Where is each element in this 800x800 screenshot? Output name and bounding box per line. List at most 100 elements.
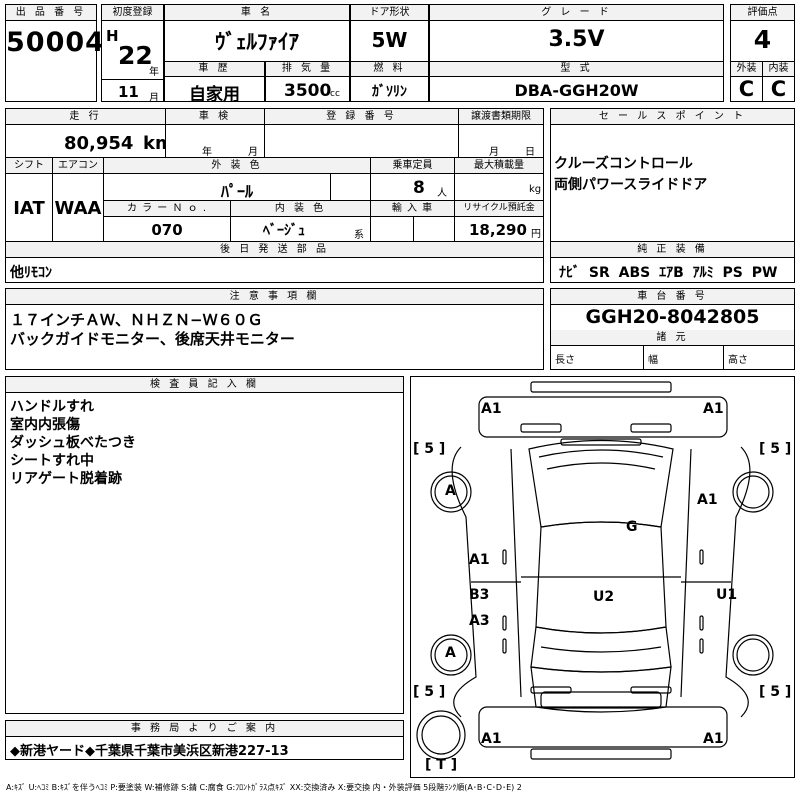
registration-month: 11: [118, 83, 139, 101]
tire-front-right: [ 5 ]: [759, 441, 792, 457]
capacity-box: 乗車定員 8 人: [370, 157, 455, 201]
tire-rear-right: [ 5 ]: [759, 684, 792, 700]
fuel-label: 燃 料: [351, 62, 428, 77]
type-code: DBA-GGH20W: [514, 81, 639, 100]
inspection-box: 車 検 年 月: [165, 108, 265, 158]
interior-grade: C: [770, 77, 787, 101]
era: H: [106, 27, 119, 45]
grade: 3.5V: [548, 27, 605, 52]
lot-number-box: 出 品 番 号 50004: [5, 4, 105, 102]
max-load-label: 最大積載量: [455, 158, 543, 174]
color-number-label: カ ラ ー Ｎ ｏ .: [104, 201, 230, 217]
max-load-box: 最大積載量 kg: [454, 157, 544, 201]
displacement-box: 排 気 量 3500 cc: [265, 61, 350, 102]
mark-rear-bumper-left: A1: [481, 731, 502, 747]
door-label: ドア形状: [351, 5, 428, 21]
shift-label: シフト: [6, 158, 52, 174]
mark-front-bumper-left: A1: [481, 401, 502, 417]
grade-box: グ レ ー ド 3.5V: [429, 4, 724, 62]
equipment-ps: PS: [722, 265, 743, 281]
model-name: ｳﾞｪﾙﾌｧｲｱ: [215, 30, 299, 54]
interior-color: ﾍﾞｰｼﾞｭ: [263, 223, 305, 239]
recycle-box: リサイクル預託金 18,290 円: [454, 200, 544, 242]
width-label: 幅: [648, 355, 658, 366]
mark-slide-door-left-1: B3: [469, 587, 490, 603]
height-label: 高さ: [728, 355, 748, 366]
exterior-color-label: 外 装 色: [104, 158, 370, 174]
month-unit: 月: [149, 93, 159, 104]
mark-rear-bumper-right: A1: [703, 731, 724, 747]
capacity-unit: 人: [437, 188, 447, 199]
capacity: 8: [413, 178, 425, 198]
fuel-box: 燃 料 ｶﾞｿﾘﾝ: [350, 61, 429, 102]
mark-front-fender-right: A1: [697, 492, 718, 508]
shift: IAT: [13, 198, 45, 219]
equipment-abs: ABS: [618, 265, 651, 281]
inspection-year-unit: 年: [202, 147, 212, 158]
registration-number-label: 登 録 番 号: [265, 109, 458, 125]
inspector-notes-box: 検 査 員 記 入 欄 ハンドルすれ 室内内張傷 ダッシュ板べたつき シートすれ…: [5, 376, 404, 714]
recycle-unit: 円: [531, 229, 541, 240]
color-number-box: カ ラ ー Ｎ ｏ . 070: [103, 200, 231, 242]
type-box: 型 式 DBA-GGH20W: [429, 61, 724, 102]
mark-front-bumper-right: A1: [703, 401, 724, 417]
spare-tire-mark: [ T ]: [425, 757, 458, 773]
lot-number: 50004: [6, 27, 105, 58]
tire-rear-left: [ 5 ]: [413, 684, 446, 700]
damage-diagram-box: [ 5 ] [ 5 ] [ 5 ] [ 5 ] [ T ] A1 A1 A A1…: [410, 376, 795, 778]
history-box: 車 歴 自家用: [164, 61, 265, 105]
first-registration-box: 初度登録 H 22 年 11 月: [101, 4, 164, 104]
model-name-box: 車 名 ｳﾞｪﾙﾌｧｲｱ: [164, 4, 350, 62]
mileage-label: 走 行: [6, 109, 165, 125]
equipment-alloy: ｱﾙﾐ: [692, 265, 714, 281]
office-info-label: 事 務 局 よ り ご 案 内: [6, 721, 403, 737]
import-label: 輸 入 車: [371, 201, 454, 217]
capacity-label: 乗車定員: [371, 158, 454, 174]
model-name-label: 車 名: [165, 5, 349, 21]
score-label: 評価点: [731, 5, 794, 21]
later-parts-box: 後 日 発 送 部 品 他ﾘﾓｺﾝ: [5, 241, 544, 283]
door-box: ドア形状 5W: [350, 4, 429, 62]
history-label: 車 歴: [165, 62, 264, 77]
interior-grade-box: 内装 C: [762, 61, 795, 102]
genuine-equipment-label: 純 正 装 備: [551, 242, 794, 258]
mileage-box: 走 行 80,954 km: [5, 108, 174, 158]
sales-point-box: セ ー ル ス ポ イ ン ト クルーズコントロール 両側パワースライドドア: [550, 108, 795, 242]
genuine-equipment-box: 純 正 装 備 ﾅﾋﾞ SR ABS ｴｱB ｱﾙﾐ PS PW: [550, 241, 795, 283]
interior-color-unit: 系: [354, 230, 364, 241]
displacement-unit: cc: [330, 89, 340, 99]
length-label: 長さ: [555, 355, 575, 366]
transfer-day-unit: 日: [525, 147, 535, 158]
aircon: WAA: [54, 198, 102, 219]
inspector-line: リアゲート脱着跡: [10, 471, 122, 487]
equipment-pw: PW: [751, 265, 778, 281]
inspector-line: シートすれ中: [10, 453, 94, 469]
transfer-deadline-box: 譲渡書類期限 月 日: [458, 108, 544, 158]
color-number: 070: [151, 221, 183, 239]
sales-point-line: クルーズコントロール: [554, 156, 693, 172]
chassis-box: 車 台 番 号 GGH20-8042805 諸 元 長さ 幅 高さ: [550, 288, 795, 370]
inspection-label: 車 検: [166, 109, 264, 125]
door-type: 5W: [371, 28, 408, 52]
mileage: 80,954: [64, 133, 134, 154]
score-box: 評価点 4: [730, 4, 795, 62]
tire-front-left: [ 5 ]: [413, 441, 446, 457]
max-load-unit: kg: [529, 184, 542, 195]
inspection-month-unit: 月: [248, 147, 258, 158]
displacement: 3500: [284, 81, 332, 101]
dimensions-label: 諸 元: [551, 330, 794, 346]
mark-rear-area: U2: [593, 589, 615, 605]
later-parts-label: 後 日 発 送 部 品: [6, 242, 543, 258]
exterior-color: ﾊﾟｰﾙ: [220, 182, 253, 201]
mark-roof: G: [626, 519, 638, 535]
interior-grade-label: 内装: [763, 62, 794, 77]
mark-front-fender-left: A: [445, 483, 456, 499]
import-box: 輸 入 車: [370, 200, 455, 242]
displacement-label: 排 気 量: [266, 62, 349, 77]
mark-slide-door-left-2: A3: [469, 613, 490, 629]
sales-point-line: 両側パワースライドドア: [554, 177, 708, 193]
inspector-line: ダッシュ板べたつき: [10, 435, 136, 451]
equipment-airbag: ｴｱB: [659, 265, 684, 281]
interior-color-label: 内 装 色: [231, 201, 370, 217]
history: 自家用: [189, 85, 240, 105]
